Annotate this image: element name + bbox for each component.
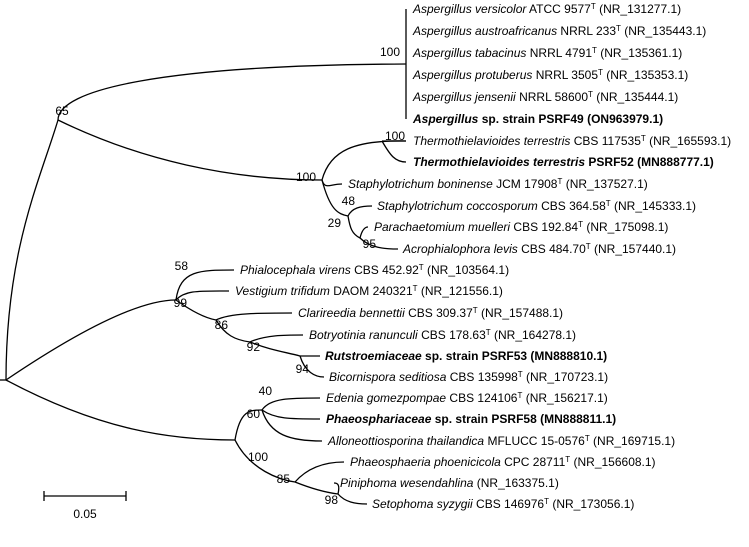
branch-alloneottiosporina: [261, 409, 323, 442]
branch-upper-major: [5, 119, 59, 381]
taxon-label: Aspergillus austroafricanus NRRL 233T (N…: [412, 24, 706, 39]
taxon-label: Alloneottiosporina thailandica MFLUCC 15…: [327, 434, 675, 449]
branch-leotio-stem: [5, 299, 177, 381]
taxon-label: Staphylotrichum boninense JCM 17908T (NR…: [348, 177, 648, 192]
bootstrap-value: 98: [325, 493, 339, 507]
taxon-label: Parachaetomium muelleri CBS 192.84T (NR_…: [374, 220, 668, 235]
branch-acrophialophora: [359, 237, 399, 250]
bootstrap-value: 86: [215, 318, 229, 332]
branch-94-stem: [249, 341, 301, 357]
bootstrap-value: 100: [385, 129, 405, 143]
branch-setophoma: [337, 493, 368, 505]
tree-branches: [0, 9, 407, 505]
taxon-label: Vestigium trifidum DAOM 240321T (NR_1215…: [235, 284, 503, 299]
taxon-label: Bicornispora seditiosa CBS 135998T (NR_1…: [329, 370, 608, 385]
taxon-label: Aspergillus versicolor ATCC 9577T (NR_13…: [412, 2, 681, 17]
branch-botryotinia: [249, 334, 304, 343]
bootstrap-value: 100: [296, 170, 316, 184]
taxon-label: Setophoma syzygii CBS 146976T (NR_173056…: [372, 497, 634, 512]
branch-thermo-tip2: [381, 140, 407, 163]
branch-parachaetomium: [359, 226, 369, 239]
taxon-label: Thermothielavioides terrestris CBS 11753…: [413, 134, 731, 149]
taxon-label: Acrophialophora levis CBS 484.70T (NR_15…: [402, 242, 676, 257]
bootstrap-value: 60: [247, 407, 261, 421]
bootstrap-value: 40: [259, 384, 273, 398]
bootstrap-value: 48: [342, 194, 356, 208]
branch-doth-stem: [5, 379, 236, 441]
taxon-label: Edenia gomezpompae CBS 124106T (NR_15621…: [326, 391, 608, 406]
taxon-label: Rutstroemiaceae sp. strain PSRF53 (MN888…: [325, 349, 607, 363]
branch-86-stem: [175, 299, 217, 321]
taxon-label: Phaeosphaeria phoenicicola CPC 28711T (N…: [350, 455, 656, 470]
branch-phaeosphaeria: [294, 461, 345, 483]
bootstrap-value: 99: [174, 296, 188, 310]
taxon-label: Thermothielavioides terrestris PSRF52 (M…: [413, 155, 714, 169]
branch-clarireedia: [215, 312, 293, 321]
bootstrap-value: 100: [380, 45, 400, 59]
taxon-label: Aspergillus jensenii NRRL 58600T (NR_135…: [412, 90, 678, 105]
taxon-label: Aspergillus sp. strain PSRF49 (ON963979.…: [412, 112, 663, 126]
taxon-label: Botryotinia ranunculi CBS 178.63T (NR_16…: [309, 328, 576, 343]
branch-phaeosphariaceae: [261, 409, 321, 420]
bootstrap-value: 58: [175, 259, 189, 273]
branch-29-stem: [347, 215, 361, 239]
branch-60-stem: [234, 409, 263, 441]
branch-staph-boninense: [321, 179, 343, 187]
bootstrap-value: 85: [277, 472, 291, 486]
branch-staph-cocco: [347, 205, 373, 217]
bootstrap-value: 92: [247, 340, 261, 354]
taxon-label: Phialocephala virens CBS 452.92T (NR_103…: [240, 263, 509, 278]
taxon-label: Clarireedia bennettii CBS 309.37T (NR_15…: [298, 306, 563, 321]
taxon-labels: Aspergillus versicolor ATCC 9577T (NR_13…: [235, 2, 731, 512]
taxon-label: Phaeosphariaceae sp. strain PSRF58 (MN88…: [326, 412, 616, 426]
branch-48-stem: [321, 179, 349, 217]
branch-vestigium: [175, 290, 230, 301]
bootstrap-value: 100: [248, 450, 268, 464]
branch-piniphoma: [333, 482, 340, 495]
branch-92-stem: [215, 319, 251, 343]
scale-bar-label: 0.05: [73, 507, 97, 521]
bootstrap-value: 95: [363, 237, 377, 251]
taxon-label: Staphylotrichum coccosporum CBS 364.58T …: [377, 199, 696, 214]
branch-98-stem: [294, 481, 339, 495]
bootstrap-value: 65: [55, 104, 69, 118]
branch-sordariales-stem: [57, 119, 323, 181]
branch-85-stem: [234, 439, 296, 483]
taxon-label: Aspergillus protuberus NRRL 3505T (NR_13…: [412, 68, 688, 83]
branch-aspergillus-stem: [57, 63, 407, 121]
branch-edenia: [261, 397, 321, 411]
branch-phialocephala: [175, 269, 235, 301]
bootstrap-value: 29: [328, 216, 342, 230]
branch-thermo-stem: [321, 140, 407, 181]
branch-bicornispora: [299, 355, 325, 378]
taxon-label: Aspergillus tabacinus NRRL 4791T (NR_135…: [412, 46, 682, 61]
bootstrap-value: 94: [296, 362, 310, 376]
scale-bar: 0.05: [43, 491, 127, 521]
taxon-label: Piniphoma wesendahlina (NR_163375.1): [340, 476, 559, 490]
